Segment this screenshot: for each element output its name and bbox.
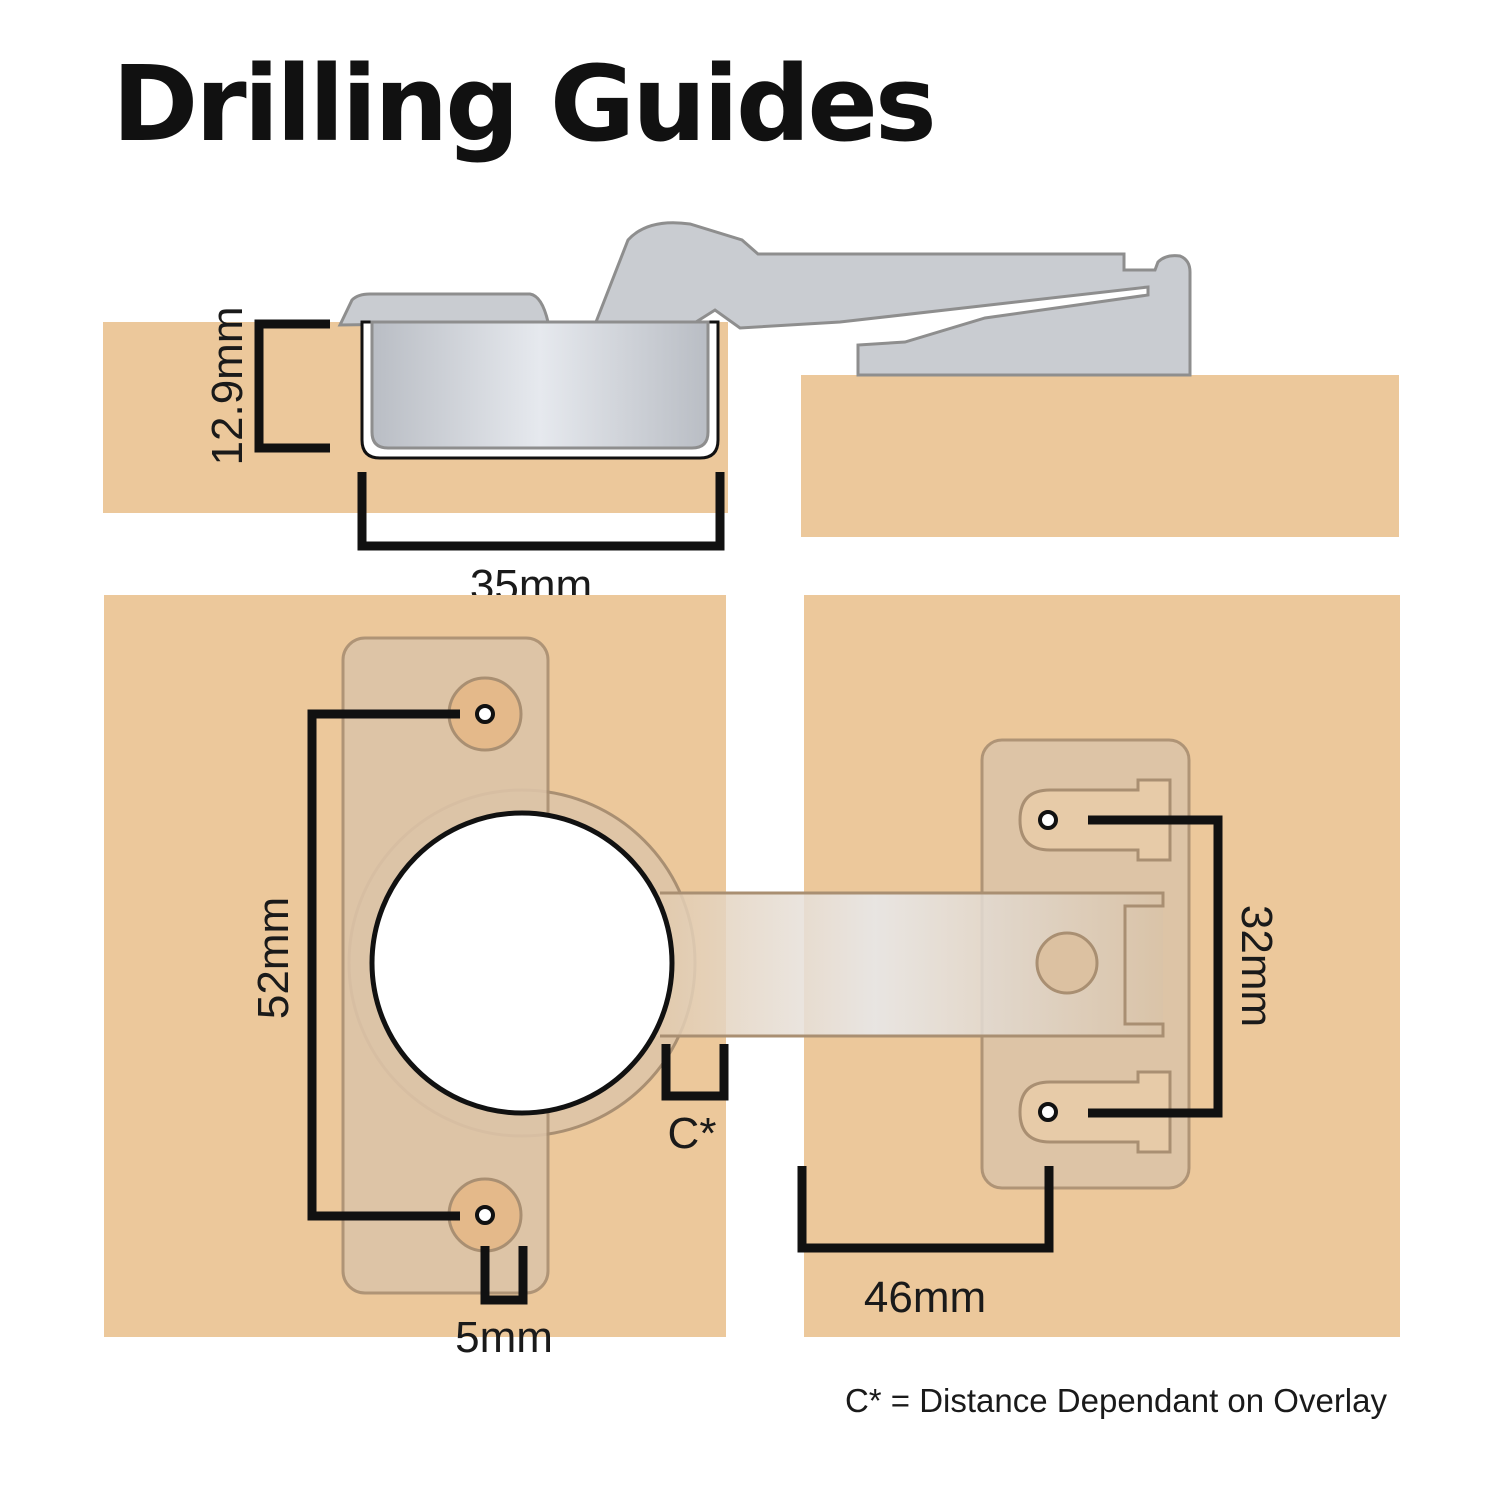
hinge-arm-top bbox=[640, 893, 1163, 1036]
label-plate-spacing: 32mm bbox=[1232, 905, 1281, 1027]
hinge-cup-body bbox=[370, 320, 710, 450]
page-title: Drilling Guides bbox=[112, 43, 937, 165]
cup-drill-hole bbox=[369, 810, 675, 1116]
label-overlay-gap: C* bbox=[668, 1109, 717, 1158]
dimension-line-edge-offset bbox=[480, 1246, 528, 1305]
label-cup-depth: 12.9mm bbox=[203, 307, 252, 466]
footnote: C* = Distance Dependant on Overlay bbox=[845, 1382, 1388, 1419]
hinge-cup-lid bbox=[337, 292, 550, 327]
cabinet-panel-side bbox=[801, 375, 1399, 537]
plate-screw-top bbox=[1038, 810, 1058, 830]
dimension-line-hole-spacing bbox=[307, 709, 460, 1221]
dimension-line-plate-offset bbox=[797, 1166, 1054, 1253]
dimension-line-plate-spacing bbox=[1088, 815, 1223, 1118]
screw-hole-bottom bbox=[475, 1205, 495, 1225]
hinge-arm-outline bbox=[660, 891, 1165, 1038]
hinge-arm-side bbox=[593, 221, 1192, 377]
label-plate-offset: 46mm bbox=[864, 1273, 986, 1322]
dimension-line-cup-depth bbox=[254, 319, 330, 453]
plate-screw-bottom bbox=[1038, 1102, 1058, 1122]
dimension-line-overlay-gap bbox=[661, 1044, 729, 1101]
adjustment-screw bbox=[1035, 931, 1099, 995]
label-edge-offset: 5mm bbox=[455, 1313, 553, 1362]
label-hole-spacing: 52mm bbox=[249, 897, 298, 1019]
dimension-line-cup-diameter bbox=[357, 472, 725, 551]
screw-hole-top bbox=[475, 704, 495, 724]
